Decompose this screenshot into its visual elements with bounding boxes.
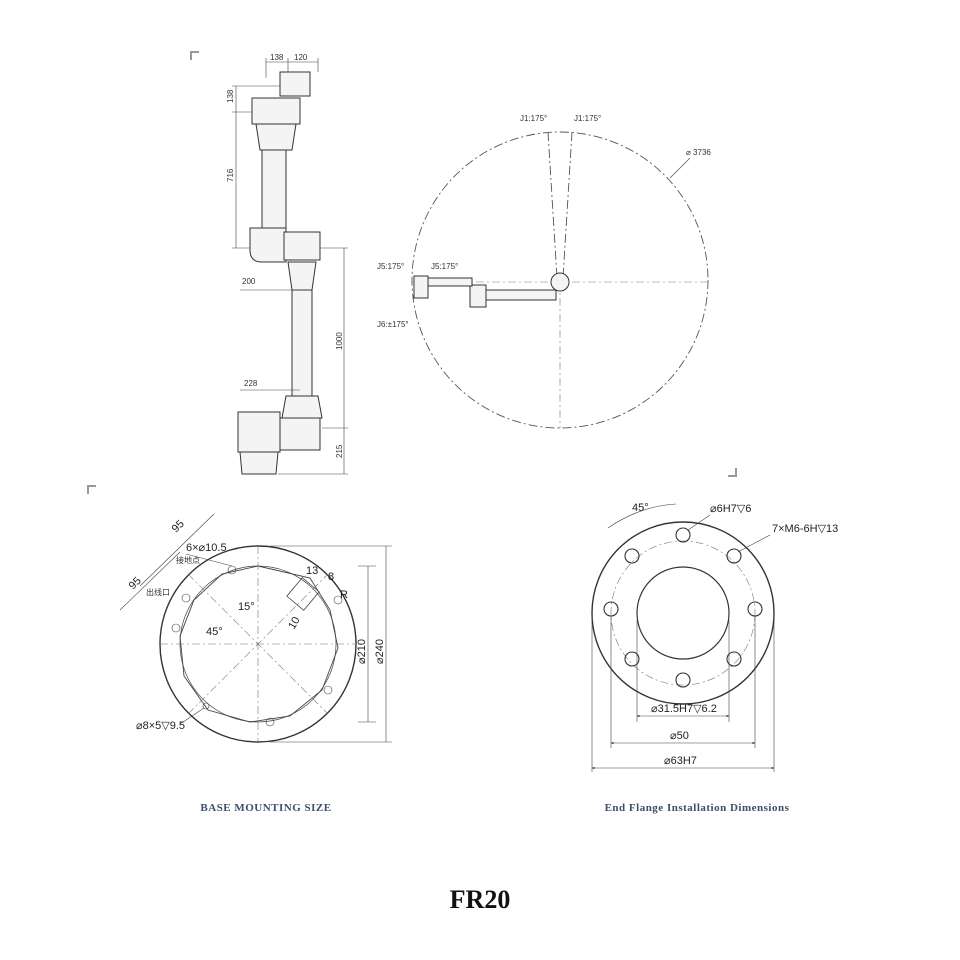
elbow-top: [469, 284, 487, 308]
dim-10: 10: [286, 615, 303, 632]
base-profile: [179, 565, 339, 723]
shoulder-taper: [281, 395, 323, 419]
flange-outer-circle: [591, 521, 775, 705]
forearm-top: [485, 289, 557, 301]
dim-top-width: 120: [294, 53, 308, 62]
label-thread-holes: 7×M6-6H▽13: [772, 523, 838, 535]
upper-arm-top: [427, 277, 473, 287]
flange-thread-hole: [726, 548, 742, 564]
flange-thread-hole: [675, 672, 691, 688]
mount-hole: [333, 595, 343, 605]
side-view-drawing: 138 120 138 716 200 1000 228 215: [190, 51, 737, 477]
dim-13: 13: [306, 565, 318, 577]
dim-lower-arm: 1000: [335, 332, 344, 350]
base-mounting-drawing: 95 95 6×⌀10.5 接地点 出线口 15° 45° 13 8 R 10 …: [87, 485, 392, 814]
label-hole-count: 6×⌀10.5: [186, 542, 227, 554]
dim-outer-diameter: ⌀63H7: [664, 755, 697, 767]
wrist-top: [413, 275, 429, 299]
dim-base-height: 215: [335, 444, 344, 458]
flange-thread-hole: [624, 651, 640, 667]
dim-r: R: [340, 589, 348, 601]
end-flange-drawing: 45° ⌀6H7▽6 7×M6-6H▽13 ⌀31.5H7▽6.2 ⌀50 ⌀6…: [591, 502, 838, 814]
dim-8: 8: [328, 571, 334, 583]
label-j6: J6:±175°: [377, 320, 409, 329]
label-j5-right: J5:175°: [431, 262, 458, 271]
label-reach-diameter: ⌀ 3736: [686, 148, 711, 157]
forearm-taper: [287, 261, 317, 291]
wrist-1-taper: [255, 123, 297, 151]
label-flange-angle: 45°: [632, 502, 649, 514]
pin-hole: [202, 702, 210, 710]
flange-bore: [636, 566, 730, 660]
dim-base-offset: 228: [244, 379, 258, 388]
mount-hole: [323, 685, 333, 695]
forearm-tube: [291, 289, 313, 397]
dim-top-height: 138: [226, 89, 235, 103]
label-angle-15: 15°: [238, 601, 255, 613]
wrist-3-joint: [279, 71, 311, 97]
upper-arm-tube: [261, 149, 287, 229]
mount-hole: [171, 623, 181, 633]
flange-pin-hole: [624, 548, 640, 564]
base-mounting-caption: BASE MOUNTING SIZE: [200, 802, 331, 814]
label-ground-point: 接地点: [176, 555, 200, 565]
label-j1-right: J1:175°: [574, 114, 601, 123]
elbow-joint: [283, 231, 321, 261]
wrist-2-joint: [251, 97, 301, 125]
reach-envelope-circle: [411, 131, 709, 429]
flange-pitch-circle: [610, 540, 756, 686]
shoulder-joint: [279, 417, 321, 451]
corner-mark: [728, 468, 737, 477]
dim-pitch-circle: ⌀50: [670, 730, 689, 742]
end-flange-caption: End Flange Installation Dimensions: [605, 802, 790, 814]
dim-upper-arm: 716: [226, 168, 235, 182]
mount-hole: [265, 717, 275, 727]
flange-thread-hole: [675, 527, 691, 543]
dim-dia-240: ⌀240: [374, 639, 386, 664]
corner-mark: [87, 485, 96, 494]
mount-hole: [181, 593, 191, 603]
label-cable-outlet: 出线口: [146, 587, 170, 597]
label-j1-left: J1:175°: [520, 114, 547, 123]
top-view-drawing: J1:175° J1:175° ⌀ 3736 J5:175° J5:175° J…: [377, 114, 711, 429]
label-j5-left: J5:175°: [377, 262, 404, 271]
label-pin-hole: ⌀8×5▽9.5: [136, 720, 185, 732]
dim-95-top: 95: [170, 518, 187, 535]
corner-mark: [190, 51, 199, 60]
dim-top-offset: 138: [270, 53, 284, 62]
mount-hole: [227, 565, 237, 575]
cable-slot: [286, 577, 320, 611]
dim-bore: ⌀31.5H7▽6.2: [651, 703, 717, 715]
flange-thread-hole: [726, 651, 742, 667]
dim-elbow-offset: 200: [242, 277, 256, 286]
base-joint: [237, 411, 281, 453]
model-name: FR20: [450, 885, 511, 914]
dim-dia-210: ⌀210: [356, 639, 368, 664]
label-pin-hole: ⌀6H7▽6: [710, 503, 751, 515]
base-mount: [239, 451, 279, 475]
elbow-bend: [249, 227, 287, 263]
label-angle-45: 45°: [206, 626, 223, 638]
base-joint-top: [550, 272, 570, 292]
